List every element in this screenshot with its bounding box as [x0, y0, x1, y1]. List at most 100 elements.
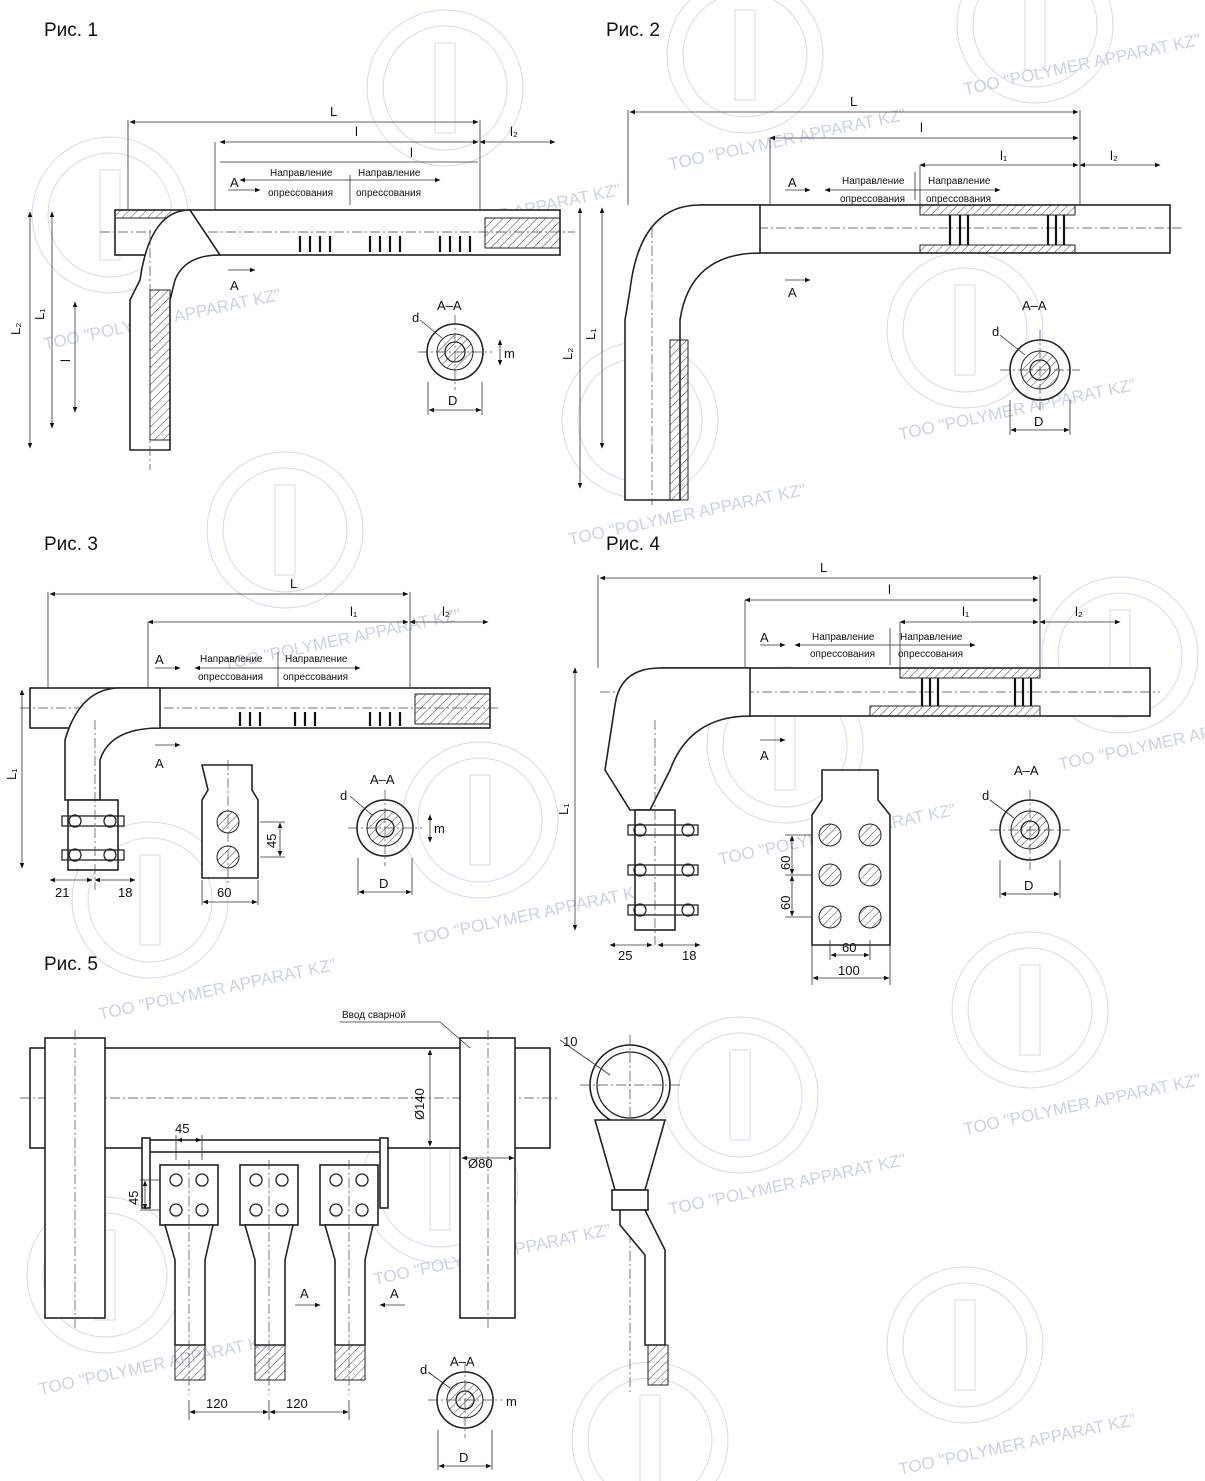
watermark-seal — [661, 1016, 819, 1174]
fig4-dim-60-upper: 60 — [778, 856, 793, 870]
fig4-direction-right-1: Направление — [900, 632, 963, 643]
fig1-section-title: A–A — [437, 298, 462, 313]
fig3-palm-plan — [200, 760, 285, 905]
fig1-section-D: D — [448, 393, 457, 408]
fig1-section-A-top: A — [230, 175, 239, 190]
fig3-direction-left-1: Направление — [200, 654, 263, 665]
fig2-section-A-bottom: A — [788, 285, 797, 300]
fig3-section-d: d — [340, 788, 347, 803]
fig5-dim-10: 10 — [563, 1034, 577, 1049]
fig1-dimension-lines — [27, 119, 556, 449]
fig1-direction-right-2: опрессования — [356, 188, 421, 199]
fig4-dim-l1: l₁ — [962, 604, 970, 619]
fig4-dim-l: l — [888, 582, 891, 597]
fig1-dim-L1: L₁ — [32, 308, 47, 320]
fig5-vertical-tube-right — [459, 1037, 516, 1319]
fig4-section-AA — [989, 790, 1070, 898]
fig1-dim-L: L — [330, 104, 337, 119]
fig1-dim-l-vert: l — [58, 359, 73, 362]
fig1-label: Рис. 1 — [44, 20, 98, 41]
fig5-dim-d140: Ø140 — [412, 1088, 427, 1120]
fig2-dim-l2: l₂ — [1110, 148, 1118, 163]
fig1-direction-right-1: Направление — [358, 168, 421, 179]
watermark-seal — [401, 741, 559, 899]
watermark-seal — [666, 0, 824, 134]
fig1-section-d: d — [412, 310, 419, 325]
fig3-section-title: A–A — [370, 772, 395, 787]
watermark-text: TOO "POLYMER APPARAT KZ" — [97, 955, 338, 1024]
fig2-drawing: L l l₁ l₂ A A Направление опрессования Н… — [560, 94, 1185, 505]
fig5-terminal-3 — [319, 1160, 379, 1395]
fig5-dim-120-right: 120 — [286, 1396, 308, 1411]
fig3-dim-60: 60 — [217, 885, 231, 900]
fig4-bend — [604, 667, 751, 811]
fig1-drawing: L l l₂ l A A Направление опрессования На… — [8, 104, 575, 470]
fig2-dim-L: L — [850, 94, 857, 109]
fig4-drawing: L l l₁ l₂ A A Направление опрессования Н… — [556, 560, 1160, 985]
fig1-direction-left-2: опрессования — [268, 188, 333, 199]
fig1-direction-left-1: Направление — [270, 168, 333, 179]
fig5-section-d: d — [420, 1362, 427, 1377]
watermark-seal — [366, 9, 524, 167]
fig3-dimension-lines — [19, 591, 489, 883]
fig1-dim-l: l — [355, 124, 358, 139]
fig2-direction-left-2: опрессования — [840, 194, 905, 205]
fig1-section-AA — [418, 315, 503, 415]
fig3-dim-45: 45 — [264, 834, 279, 848]
fig4-dim-100: 100 — [838, 963, 860, 978]
fig2-label: Рис. 2 — [606, 20, 660, 41]
fig4-dim-l2: l₂ — [1075, 604, 1083, 619]
fig3-bolts — [61, 814, 125, 862]
fig4-label: Рис. 4 — [606, 534, 660, 555]
fig3-direction-right-1: Направление — [285, 654, 348, 665]
fig4-bolts — [627, 823, 699, 917]
fig3-crimp-marks — [238, 712, 402, 726]
watermark-seal — [1041, 576, 1199, 734]
fig5-section-D: D — [459, 1450, 468, 1465]
fig3-label: Рис. 3 — [44, 534, 98, 555]
fig5-section-title: A–A — [450, 1354, 475, 1369]
fig5-dim-d80: Ø80 — [468, 1156, 493, 1171]
fig3-section-m: m — [434, 821, 445, 836]
fig3-drawing: L l₁ l₂ A A Направление опрессования Нап… — [4, 576, 500, 905]
watermark-seal — [886, 1266, 1044, 1424]
fig2-bend — [624, 204, 761, 501]
fig2-section-AA — [999, 330, 1080, 435]
fig5-side-view — [559, 1035, 680, 1395]
fig2-direction-left-1: Направление — [842, 176, 905, 187]
fig2-direction-right-2: опрессования — [926, 194, 991, 205]
fig2-section-title: A–A — [1022, 298, 1047, 313]
fig4-direction-right-2: опрессования — [898, 649, 963, 660]
fig2-section-d: d — [992, 324, 999, 339]
fig4-section-A-top: A — [760, 630, 769, 645]
fig3-dim-L1: L₁ — [4, 768, 19, 780]
fig2-dim-L1: L₁ — [583, 328, 598, 340]
fig3-section-A-bottom: A — [155, 756, 164, 771]
fig3-section-D: D — [379, 876, 388, 891]
fig5-terminal-2 — [239, 1160, 299, 1395]
fig2-dim-L2: L₂ — [560, 348, 575, 360]
watermark-text: TOO "POLYMER APPARAT KZ" — [412, 880, 653, 949]
fig4-section-D: D — [1024, 878, 1033, 893]
fig3-dim-l1: l₁ — [350, 604, 358, 619]
fig5-dim-45-horiz: 45 — [175, 1121, 189, 1136]
fig5-section-m: m — [506, 1394, 517, 1409]
fig1-section-A-bottom: A — [230, 278, 239, 293]
fig5-label: Рис. 5 — [44, 954, 98, 975]
fig4-section-title: A–A — [1014, 763, 1039, 778]
fig5-tube-label: Ввод сварной — [342, 1010, 406, 1021]
watermark-text: TOO "POLYMER APPARAT KZ" — [667, 105, 908, 174]
fig3-dim-l2: l₂ — [442, 604, 450, 619]
fig5-section-A-left: A — [300, 1286, 309, 1301]
fig4-direction-left-1: Направление — [812, 632, 875, 643]
fig3-palm — [67, 799, 119, 871]
fig4-direction-left-2: опрессования — [810, 649, 875, 660]
fig4-palm-plan — [785, 769, 891, 985]
watermark-seal — [956, 0, 1114, 104]
fig5-terminal-1 — [159, 1160, 219, 1395]
fig4-dim-L1: L₁ — [556, 803, 571, 815]
fig3-dim-21: 21 — [55, 885, 69, 900]
fig2-direction-right-1: Направление — [928, 176, 991, 187]
